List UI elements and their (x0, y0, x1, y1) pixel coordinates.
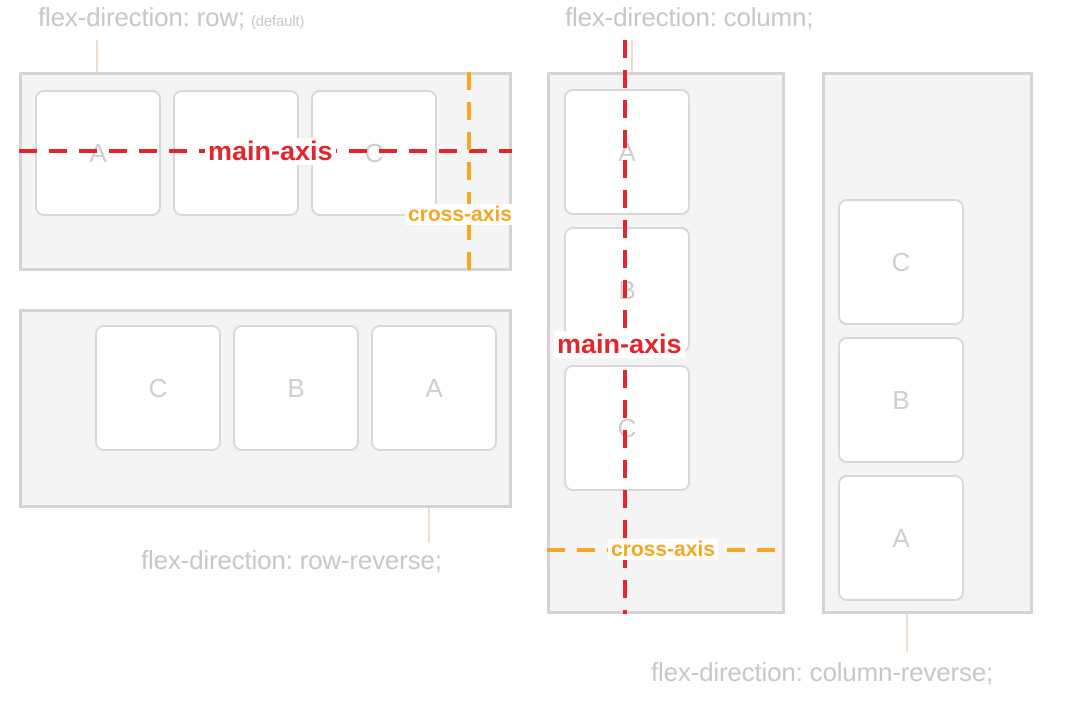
column-cross-axis-label: cross-axis (608, 539, 718, 560)
caption-column-reverse: flex-direction: column-reverse; (651, 657, 994, 687)
flex-item-column-reverse-2: B (838, 337, 964, 463)
flex-item-column-3: C (564, 365, 690, 491)
flex-item-row-reverse-2: B (233, 325, 359, 451)
flex-item-row-1: A (35, 90, 161, 216)
caption-row-reverse: flex-direction: row-reverse; (141, 545, 442, 575)
caption-row-tick (96, 40, 98, 72)
caption-row: flex-direction: row; (default) (38, 2, 304, 33)
flex-item-row-reverse-3: A (371, 325, 497, 451)
row-cross-axis-label: cross-axis (405, 204, 515, 225)
caption-row-reverse-tick (428, 507, 430, 543)
flex-item-column-reverse-1: C (838, 199, 964, 325)
flex-item-row-reverse-1: C (95, 325, 221, 451)
flex-item-column-1: A (564, 89, 690, 215)
container-column-reverse: C B A (822, 72, 1033, 614)
caption-column-tick (631, 40, 633, 72)
caption-row-text: flex-direction: row; (38, 2, 245, 32)
flex-item-column-reverse-3: A (838, 475, 964, 601)
caption-row-note: (default) (250, 13, 305, 30)
caption-column-reverse-tick (906, 614, 908, 652)
column-main-axis-label: main-axis (554, 331, 685, 358)
row-main-axis-label: main-axis (205, 138, 336, 165)
caption-column: flex-direction: column; (565, 2, 814, 32)
container-row: A B C (19, 72, 512, 271)
container-row-reverse: C B A (19, 309, 512, 508)
